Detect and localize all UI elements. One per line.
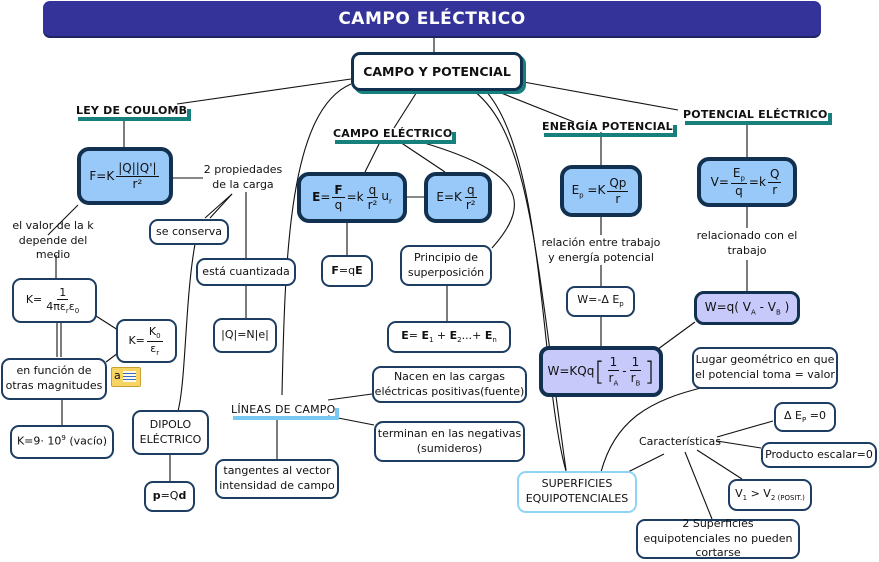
work-potential-difference-formula[interactable]: W=q( VA - VB ) xyxy=(694,291,800,325)
equipotential-definition-node[interactable]: Lugar geométrico en que el potencial tom… xyxy=(692,347,838,389)
dipolo-electrico-node[interactable]: DIPOLO ELÉCTRICO xyxy=(132,410,209,455)
heading-underline xyxy=(335,140,457,144)
superposition-node[interactable]: Principio de superposición xyxy=(400,245,492,286)
scalar-product-node[interactable]: Producto escalar=0 xyxy=(761,442,877,468)
k-ratio-formula[interactable]: K= K0 εr xyxy=(116,319,177,363)
heading-underline xyxy=(544,133,677,137)
quantization-formula[interactable]: |Q|=N|e| xyxy=(213,318,277,353)
root-node[interactable]: CAMPO Y POTENCIAL xyxy=(351,52,523,91)
potential-relation-label: relacionado con el trabajo xyxy=(696,229,798,257)
lines-end-node[interactable]: terminan en las negativas (sumideros) xyxy=(374,421,525,462)
field-magnitude-formula[interactable]: E=K q r² xyxy=(424,172,492,223)
work-kqq-formula[interactable]: W=KQq [ 1 rA - 1 rB ] xyxy=(539,346,663,397)
note-icon[interactable]: a xyxy=(111,367,141,387)
heading-ley-de-coulomb[interactable]: LEY DE COULOMB xyxy=(76,104,192,121)
se-conserva-node[interactable]: se conserva xyxy=(149,219,229,245)
field-main-formula[interactable]: E = F q =k q r² ur xyxy=(297,172,407,223)
superposition-formula[interactable]: E= E1 + E2...+ En xyxy=(387,321,511,353)
no-cross-node[interactable]: 2 Superficies equipotenciales no pueden … xyxy=(636,517,800,559)
potential-energy-formula[interactable]: Ep =K Qp r xyxy=(560,165,642,217)
other-magnitudes-node[interactable]: en función de otras magnitudes xyxy=(1,358,107,400)
characteristics-label: Características xyxy=(639,434,722,448)
superficies-equipotenciales-node[interactable]: SUPERFICIES EQUIPOTENCIALES xyxy=(517,471,637,513)
dipole-formula[interactable]: p=Qd xyxy=(144,481,195,512)
delta-ep-zero-node[interactable]: Δ EP =0 xyxy=(774,402,836,432)
energy-relation-label: relación entre trabajo y energía potenci… xyxy=(541,236,661,264)
lines-tangent-node[interactable]: tangentes al vector intensidad de campo xyxy=(215,459,339,499)
work-delta-ep-formula[interactable]: W=-Δ Ep xyxy=(566,286,635,317)
cuantizada-node[interactable]: está cuantizada xyxy=(196,258,296,286)
coulomb-formula[interactable]: F=K |Q||Q'| r² xyxy=(77,147,173,205)
heading-underline xyxy=(233,416,340,420)
potential-formula[interactable]: V= Ep q =k Q r xyxy=(697,157,797,207)
heading-campo-electrico[interactable]: CAMPO ELÉCTRICO xyxy=(333,127,457,144)
charge-properties-label: 2 propiedades de la carga xyxy=(203,163,283,191)
k-vacuum-value[interactable]: K=9· 109 (vacío) xyxy=(10,425,114,459)
force-formula[interactable]: F=qE xyxy=(321,255,373,287)
heading-lineas-de-campo[interactable]: LÍNEAS DE CAMPO xyxy=(231,403,340,420)
heading-underline xyxy=(78,117,192,121)
map-title: CAMPO ELÉCTRICO xyxy=(338,8,526,29)
k-depends-medium-label: el valor de la k depende del medio xyxy=(12,218,94,262)
heading-underline xyxy=(685,121,832,125)
heading-energia-potencial[interactable]: ENERGÍA POTENCIAL xyxy=(542,120,677,137)
lines-born-node[interactable]: Nacen en las cargas eléctricas positivas… xyxy=(372,366,527,403)
v1-greater-v2-node[interactable]: V1 > V2 (POSIT.) xyxy=(728,479,812,511)
heading-potencial-electrico[interactable]: POTENCIAL ELÉCTRICO xyxy=(683,108,832,125)
map-title-bar: CAMPO ELÉCTRICO xyxy=(43,1,821,36)
root-label: CAMPO Y POTENCIAL xyxy=(363,64,511,79)
k-permittivity-formula[interactable]: K= 1 4πεrε0 xyxy=(12,278,97,323)
